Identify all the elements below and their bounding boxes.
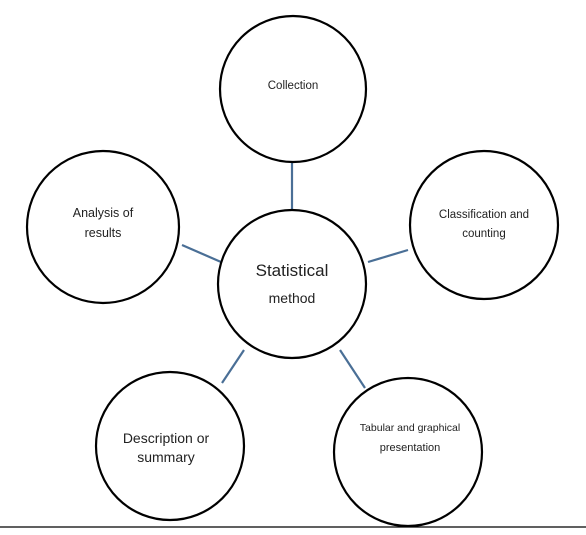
connector-analysis [181, 243, 222, 264]
node-classification-label-line2: counting [462, 228, 505, 240]
node-tabular-label-line1: Tabular and graphical [360, 422, 460, 434]
node-description-label-line2: summary [137, 449, 195, 465]
node-analysis: Analysis of results [25, 149, 181, 305]
node-tabular-label-line2: presentation [380, 442, 441, 454]
node-center: Statistical method [216, 208, 368, 360]
connector-classification [367, 248, 409, 264]
node-description: Description or summary [94, 370, 246, 522]
connector-tabular [339, 349, 366, 389]
node-description-label-line1: Description or [123, 430, 210, 446]
node-analysis-label-line1: Analysis of [73, 206, 134, 220]
node-classification: Classification and counting [408, 149, 560, 301]
connector-description [221, 349, 245, 384]
node-analysis-label-line2: results [85, 226, 122, 240]
node-center-label-line2: method [269, 290, 316, 306]
node-tabular: Tabular and graphical presentation [332, 376, 484, 528]
node-collection-label: Collection [268, 80, 319, 92]
node-collection: Collection [218, 14, 368, 164]
node-center-label-line1: Statistical [256, 261, 329, 280]
node-classification-label-line1: Classification and [439, 209, 529, 221]
